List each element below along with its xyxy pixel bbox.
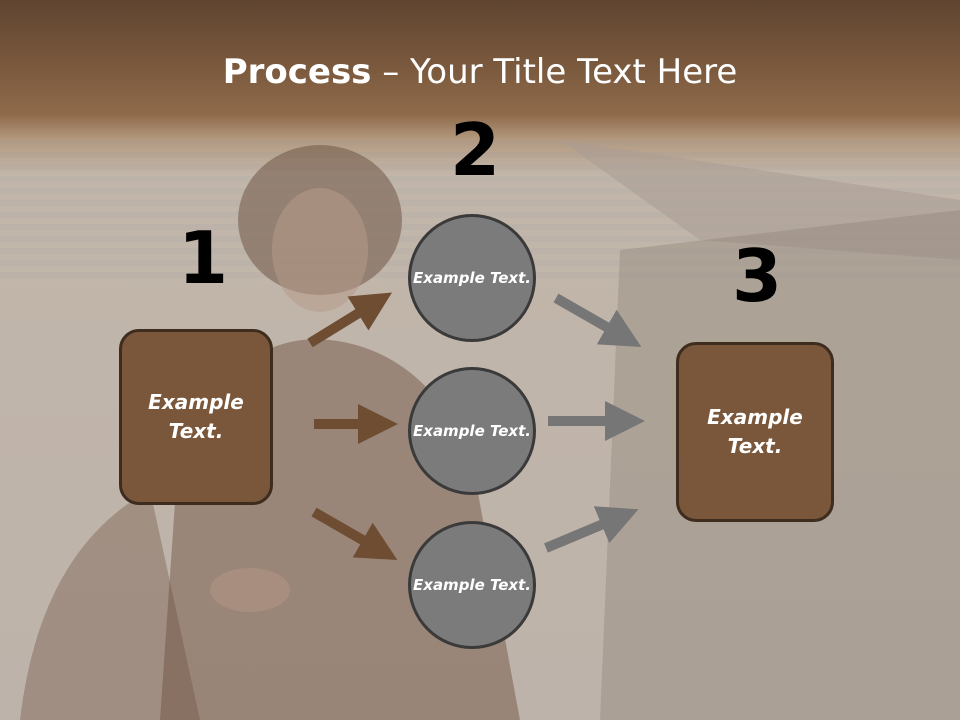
step-number-1: 1: [178, 216, 229, 300]
title-bold: Process: [222, 52, 372, 92]
arrow-1-to-2c: [311, 507, 398, 560]
step-2-circle-top: Example Text.: [408, 214, 536, 342]
step-3-box: Example Text.: [676, 342, 834, 522]
step-1-box: Example Text.: [119, 329, 273, 505]
arrow-2a-to-3: [553, 293, 642, 347]
step-3-label: Example Text.: [707, 405, 803, 458]
step-2-circle-bottom: Example Text.: [408, 521, 536, 649]
step-number-2: 2: [450, 108, 501, 192]
arrow-1-to-2a: [307, 292, 393, 348]
step-number-3: 3: [732, 234, 783, 318]
arrow-2c-to-3: [544, 506, 639, 553]
step-1-label: Example Text.: [148, 390, 244, 443]
step-2-label-bottom: Example Text.: [413, 575, 531, 594]
step-2-label-top: Example Text.: [413, 268, 531, 287]
slide-title: Process – Your Title Text Here: [0, 52, 960, 92]
title-rest: – Your Title Text Here: [371, 52, 738, 92]
step-2-label-middle: Example Text.: [413, 421, 531, 440]
step-2-circle-middle: Example Text.: [408, 367, 536, 495]
